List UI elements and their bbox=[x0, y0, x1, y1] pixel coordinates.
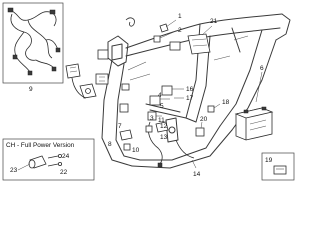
callout-1: 1 bbox=[178, 13, 182, 20]
callout-20: 20 bbox=[200, 116, 208, 123]
callout-22: 22 bbox=[60, 169, 68, 176]
harness-connector bbox=[55, 47, 61, 53]
part-regulator bbox=[65, 63, 81, 79]
part-switch bbox=[119, 103, 129, 113]
part-connector bbox=[169, 41, 181, 51]
callout-10: 10 bbox=[132, 147, 140, 154]
harness-connector bbox=[12, 54, 18, 60]
harness-connector bbox=[7, 7, 14, 13]
wiring-harness-box bbox=[2, 2, 64, 84]
part-15-relay bbox=[149, 95, 161, 106]
cable-tie bbox=[125, 17, 135, 27]
callout-9: 9 bbox=[29, 86, 33, 93]
part-1-clip bbox=[159, 23, 169, 33]
callout-8: 8 bbox=[108, 141, 112, 148]
part-16-relay bbox=[161, 85, 173, 96]
wiring-harness-group: 9 bbox=[2, 2, 64, 93]
callout-16: 16 bbox=[186, 86, 194, 93]
part-21-holder bbox=[187, 33, 211, 55]
callout-4: 4 bbox=[158, 92, 162, 99]
callout-14: 14 bbox=[193, 171, 201, 178]
callout-11: 11 bbox=[158, 117, 165, 124]
harness-connector bbox=[27, 70, 33, 76]
inset-box bbox=[2, 138, 95, 181]
callout-12: 12 bbox=[160, 123, 168, 130]
callout-18: 18 bbox=[222, 99, 230, 106]
part-10 bbox=[123, 143, 131, 151]
part-fuse-box bbox=[95, 73, 109, 85]
part-7 bbox=[119, 129, 133, 141]
part-20 bbox=[195, 127, 205, 137]
part-wire bbox=[71, 77, 87, 99]
callout-7: 7 bbox=[118, 123, 122, 130]
exploded-parts-diagram: 9 1 2 bbox=[2, 2, 295, 181]
part-19-box: 19 bbox=[261, 152, 295, 181]
part-12 bbox=[155, 121, 169, 133]
part-relay bbox=[97, 49, 109, 60]
part-2-clip bbox=[153, 35, 161, 43]
callout-5: 5 bbox=[160, 103, 164, 110]
callout-2: 2 bbox=[178, 27, 182, 34]
callout-13: 13 bbox=[160, 134, 168, 141]
inset-title: CH - Full Power Version bbox=[6, 142, 75, 149]
callout-23: 23 bbox=[10, 167, 18, 174]
inset-ch-full-power: CH - Full Power Version 22 23 24 bbox=[2, 138, 95, 181]
callout-3: 3 bbox=[150, 115, 154, 122]
part-14-wire bbox=[175, 139, 195, 159]
wiring-harness bbox=[9, 9, 59, 73]
callout-24: 24 bbox=[62, 153, 70, 160]
part-18 bbox=[207, 105, 215, 113]
diagram-canvas: 9 1 2 bbox=[2, 2, 295, 181]
harness-connector bbox=[51, 66, 57, 72]
harness-connector bbox=[49, 9, 56, 15]
battery bbox=[234, 106, 274, 141]
part-connector bbox=[157, 162, 163, 168]
callout-19: 19 bbox=[265, 157, 273, 164]
callout-6: 6 bbox=[260, 65, 264, 72]
callout-21: 21 bbox=[210, 18, 218, 25]
part-3 bbox=[145, 125, 153, 133]
callout-17: 17 bbox=[186, 95, 194, 102]
part-switch bbox=[121, 83, 130, 91]
